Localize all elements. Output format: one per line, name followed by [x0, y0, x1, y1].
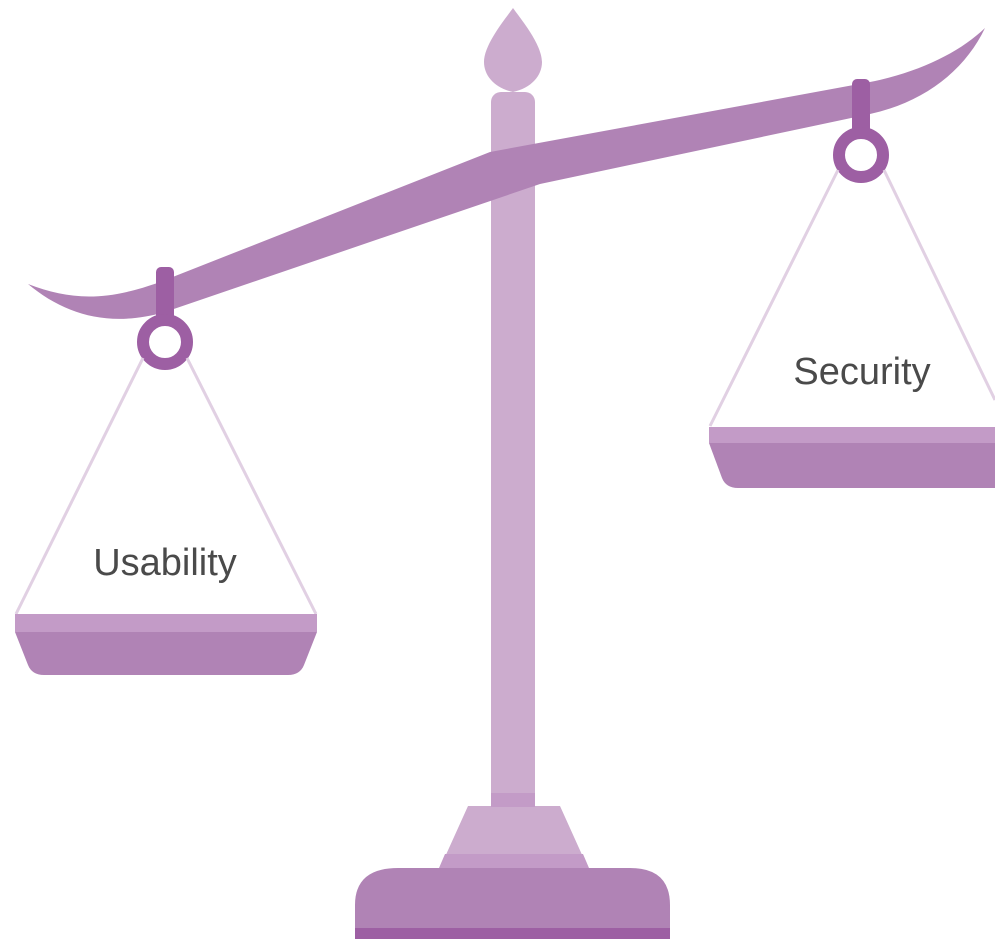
- right-pan-string: [882, 169, 995, 401]
- stand-base-edge: [355, 928, 670, 939]
- left-hook-rod: [156, 267, 174, 323]
- right-pan-string: [708, 169, 840, 427]
- left-pan-string: [185, 357, 318, 615]
- scale-beam: [28, 28, 985, 319]
- right-hook-rod: [852, 79, 870, 135]
- stand-pedestal-band: [439, 854, 589, 868]
- left-pan-assembly: Usability: [14, 267, 318, 675]
- right-hook-ring: [833, 127, 889, 183]
- right-pan-body: [709, 443, 995, 488]
- stand-base: [355, 868, 670, 928]
- left-hook-ring: [137, 314, 193, 370]
- left-pan-body: [15, 632, 317, 675]
- stand-post-band: [491, 793, 535, 807]
- left-pan-string: [14, 357, 145, 615]
- left-pan-label: Usability: [93, 542, 237, 584]
- stand-post: [491, 92, 535, 808]
- right-pan-assembly: Security: [708, 79, 995, 488]
- left-pan-rim: [15, 614, 317, 632]
- right-pan-rim: [709, 427, 995, 443]
- stand-finial: [484, 8, 542, 92]
- right-pan-label: Security: [793, 351, 930, 393]
- scale-stand: [355, 8, 670, 939]
- stand-pedestal: [440, 806, 588, 868]
